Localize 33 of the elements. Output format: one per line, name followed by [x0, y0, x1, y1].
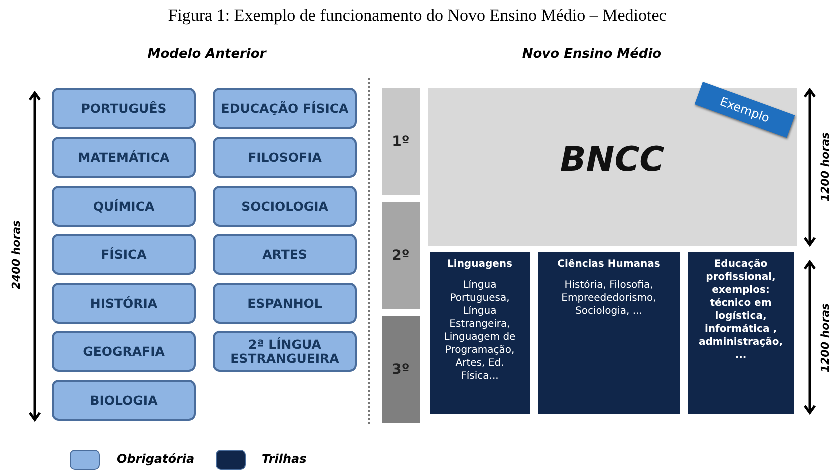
subject-card: PORTUGUÊS [52, 88, 196, 129]
column-heading: Novo Ensino Médio [521, 47, 663, 62]
figure-title: Figura 1: Exemplo de funcionamento do Novo Ensino Médio – Mediotec [167, 6, 668, 26]
track-panel [538, 252, 680, 414]
track-heading: Educação profissional, exemplos: técnico em logística, informática , administração, ... [698, 258, 784, 362]
track-panel [688, 252, 794, 414]
track-heading: Ciências Humanas [556, 258, 662, 271]
subject-card: QUÍMICA [52, 186, 196, 227]
year-bar: 3º [382, 316, 420, 423]
duration-label: 2400 horas [9, 219, 24, 292]
duration-label: 1200 horas [818, 302, 833, 375]
subject-card: HISTÓRIA [52, 283, 196, 324]
track-panel [430, 252, 530, 414]
subject-card: FILOSOFIA [213, 137, 357, 178]
subject-card: BIOLOGIA [52, 380, 196, 421]
track-heading: Linguagens [446, 258, 514, 271]
track-description: Língua Portuguesa, Língua Estrangeira, Linguagem de Programação, Artes, Ed. Física... [443, 279, 517, 383]
legend-label: Trilhas [262, 452, 307, 466]
panel-heading: BNCC [559, 140, 666, 180]
subject-card: EDUCAÇÃO FÍSICA [213, 88, 357, 129]
column-heading: Modelo Anterior [146, 47, 268, 62]
subject-card: FÍSICA [52, 234, 196, 275]
subject-card: 2ª LÍNGUA ESTRANGUEIRA [213, 331, 357, 372]
year-bar: 1º [382, 88, 420, 195]
subject-card: ARTES [213, 234, 357, 275]
subject-card: MATEMÁTICA [52, 137, 196, 178]
subject-card: ESPANHOL [213, 283, 357, 324]
legend-label: Obrigatória [117, 452, 195, 466]
year-bar: 2º [382, 202, 420, 309]
track-description: História, Filosofia, Empreededorismo, Sociologia, ... [560, 279, 658, 318]
subject-card: SOCIOLOGIA [213, 186, 357, 227]
subject-card: GEOGRAFIA [52, 331, 196, 372]
duration-label: 1200 horas [818, 131, 833, 204]
